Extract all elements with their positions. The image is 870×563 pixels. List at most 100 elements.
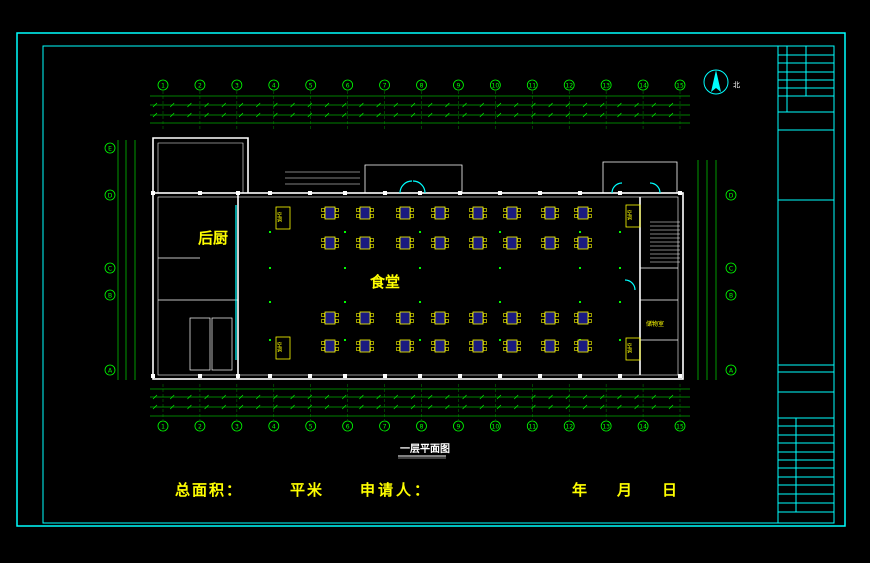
chair — [503, 208, 507, 212]
column — [538, 191, 542, 195]
dim-tick — [634, 394, 639, 400]
axis-label: 14 — [639, 82, 647, 89]
chair — [431, 208, 435, 212]
dim-tick — [152, 102, 158, 108]
chair — [431, 319, 435, 323]
dining-table-set — [396, 311, 414, 325]
chair — [588, 238, 592, 242]
stairs-north — [285, 171, 360, 185]
axis-label: 7 — [383, 82, 387, 89]
chair — [555, 244, 559, 248]
axis-bubble — [305, 420, 317, 432]
axis-bubble — [489, 420, 501, 432]
chair — [588, 313, 592, 317]
axis-label: 2 — [198, 423, 202, 430]
chair — [483, 214, 487, 218]
ac-label-2: 空调 — [276, 341, 282, 353]
chair — [541, 208, 545, 212]
dining-table-set — [396, 206, 414, 220]
dim-tick — [204, 112, 209, 118]
kitchen-label: 后厨 — [198, 229, 228, 247]
dining-table-set — [431, 236, 449, 250]
table — [544, 236, 556, 250]
chair — [396, 214, 400, 218]
outer-frame — [16, 32, 846, 527]
axis-label: 6 — [346, 423, 350, 430]
dim-tick — [651, 394, 657, 400]
axis-bubble — [157, 79, 169, 91]
axis-label: 12 — [565, 82, 573, 89]
chair — [335, 214, 339, 218]
dim-tick — [634, 102, 639, 108]
dim-tick — [548, 102, 553, 108]
chair — [370, 313, 374, 317]
column — [618, 374, 622, 378]
ceiling-dot — [269, 339, 271, 341]
column — [578, 374, 582, 378]
chair — [410, 347, 414, 351]
chair — [335, 313, 339, 317]
chair — [503, 244, 507, 248]
chair — [321, 244, 325, 248]
axis-bubble — [416, 420, 427, 432]
dim-tick — [479, 112, 485, 118]
ceiling-dot — [344, 231, 346, 233]
ceiling-dot — [579, 231, 581, 233]
chair — [410, 244, 414, 248]
ac-box-1 — [275, 206, 291, 230]
column — [618, 191, 622, 195]
axis-bubble — [268, 420, 280, 432]
dining-table-set — [321, 206, 339, 220]
axis-label: 10 — [492, 423, 500, 430]
axis-label: D — [108, 192, 113, 199]
chair — [396, 208, 400, 212]
dim-tick — [152, 394, 158, 400]
dining-table-set — [356, 236, 374, 250]
dim-tick — [238, 112, 244, 118]
chair — [431, 244, 435, 248]
column — [236, 374, 240, 378]
column — [383, 374, 387, 378]
table — [359, 311, 371, 325]
dim-tick — [668, 404, 674, 410]
chair — [517, 341, 521, 345]
axis-label: 15 — [676, 423, 684, 430]
chair — [445, 238, 449, 242]
axis-bubble — [453, 79, 464, 91]
dim-tick — [324, 394, 330, 400]
chair — [555, 347, 559, 351]
dim-tick — [513, 404, 519, 410]
axis-label: 9 — [457, 82, 461, 89]
axis-bubble — [416, 79, 427, 91]
table — [359, 236, 371, 250]
dim-tick — [393, 112, 399, 118]
chair — [370, 238, 374, 242]
column — [418, 374, 422, 378]
chair — [541, 313, 545, 317]
chair — [396, 319, 400, 323]
dim-tick — [255, 112, 261, 118]
dining-table-set — [541, 206, 559, 220]
chair — [445, 244, 449, 248]
ac-label-3: 空调 — [626, 209, 632, 221]
column — [498, 374, 502, 378]
ceiling-dot — [619, 267, 621, 269]
table — [324, 236, 336, 250]
dim-tick — [221, 112, 227, 118]
chair — [574, 238, 578, 242]
axis-label: 4 — [272, 82, 276, 89]
table — [359, 339, 371, 353]
chair — [370, 214, 374, 218]
chair — [335, 341, 339, 345]
chair — [445, 319, 449, 323]
dim-tick — [410, 112, 416, 118]
dining-table-set — [541, 311, 559, 325]
ac-box-4 — [625, 337, 641, 361]
chair — [588, 214, 592, 218]
dim-tick — [531, 394, 536, 400]
chair — [555, 313, 559, 317]
dim-tick — [169, 102, 175, 108]
table — [544, 206, 556, 220]
dim-tick — [255, 102, 261, 108]
chair — [574, 244, 578, 248]
